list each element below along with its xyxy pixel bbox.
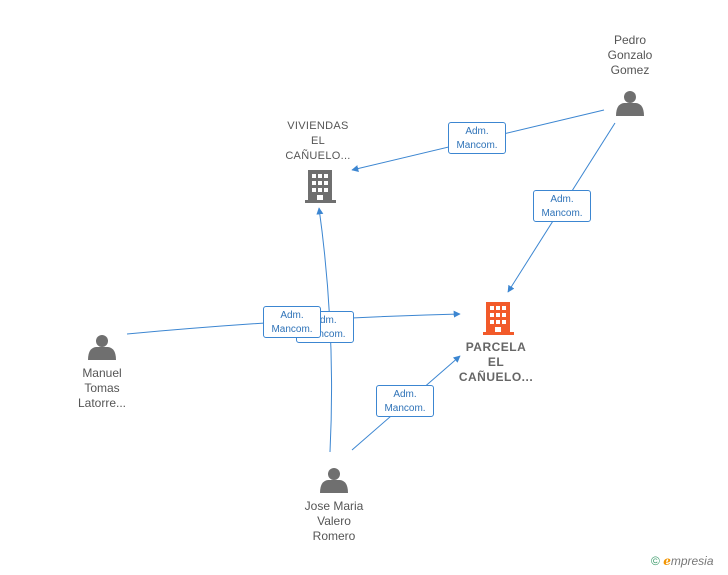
person-icon[interactable] xyxy=(320,468,348,493)
node-label-line: Romero xyxy=(312,529,356,543)
node-label-manuel[interactable]: Manuel Tomas Latorre... xyxy=(60,366,144,411)
edge-label-pedro-parcela[interactable]: Adm. Mancom. xyxy=(533,190,591,222)
building-icon[interactable] xyxy=(483,302,514,335)
node-label-line: Manuel xyxy=(82,366,122,380)
edge-label-line: Mancom. xyxy=(304,329,346,340)
node-label-line: Pedro xyxy=(613,33,647,47)
copyright-symbol: © xyxy=(651,554,660,568)
node-label-line: PARCELA xyxy=(465,340,527,354)
person-icon[interactable] xyxy=(88,335,116,360)
edge-label-line: Mancom. xyxy=(541,208,583,219)
node-label-line: EL xyxy=(310,135,326,147)
node-label-viviendas[interactable]: VIVIENDAS EL CAÑUELO... xyxy=(270,119,366,164)
edge-label-line: Mancom. xyxy=(271,324,313,335)
edge-label-line: Adm. xyxy=(280,310,304,321)
edge-label-line: Adm. xyxy=(313,315,337,326)
node-label-line: Latorre... xyxy=(77,396,127,410)
node-label-jose[interactable]: Jose Maria Valero Romero xyxy=(289,499,379,544)
brand-logo: © empresia xyxy=(651,554,714,568)
brand-e: e xyxy=(663,554,671,568)
node-label-line: Gomez xyxy=(610,63,650,77)
node-label-line: Jose Maria xyxy=(304,499,364,513)
edges xyxy=(126,109,616,453)
building-icon[interactable] xyxy=(305,170,336,203)
edge-label-line: Adm. xyxy=(465,126,489,137)
node-label-line: Gonzalo xyxy=(607,48,653,62)
node-label-line: Tomas xyxy=(84,381,120,395)
edge-label-pedro-viviendas[interactable]: Adm. Mancom. xyxy=(448,122,506,154)
brand-name: mpresia xyxy=(670,554,714,568)
edge-label-manuel-parcela[interactable]: Adm. Mancom. xyxy=(263,306,321,338)
node-label-line: EL xyxy=(487,355,505,369)
node-label-line: CAÑUELO... xyxy=(285,150,351,162)
node-label-line: Valero xyxy=(317,514,351,528)
node-label-pedro[interactable]: Pedro Gonzalo Gomez xyxy=(590,33,670,78)
edge-label-line: Mancom. xyxy=(384,403,426,414)
person-icon[interactable] xyxy=(616,91,644,116)
node-label-line: VIVIENDAS xyxy=(287,120,349,132)
edge-label-line: Adm. xyxy=(393,389,417,400)
node-label-line: CAÑUELO... xyxy=(458,370,534,384)
node-label-parcela[interactable]: PARCELA EL CAÑUELO... xyxy=(446,340,546,385)
edge-label-line: Mancom. xyxy=(456,140,498,151)
edge-label-jose-parcela[interactable]: Adm. Mancom. xyxy=(376,385,434,417)
edge-label-line: Adm. xyxy=(550,194,574,205)
